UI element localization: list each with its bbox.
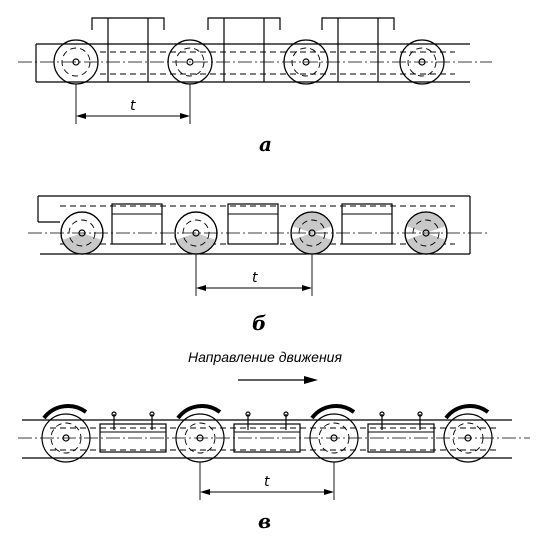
attachment-bracket [91,17,165,82]
inner-link [367,423,435,453]
figure-a-roller-chain: t а [18,17,492,156]
inner-link [233,423,301,453]
inner-link [341,203,393,245]
direction-arrow [238,376,318,384]
inner-link [111,203,163,245]
pin [379,411,385,430]
roller [175,404,225,463]
inner-link [99,423,167,453]
pitch-dimension: t [199,462,335,500]
roller [174,211,218,255]
figure-label-b: б [252,311,266,335]
figure-label-v: в [258,509,271,533]
inner-link [227,203,279,245]
direction-label: Направление движения [188,349,342,365]
roller [283,39,329,85]
pitch-label: t [264,474,270,490]
roller [290,211,334,255]
attachment-bracket [321,17,395,82]
pin [149,411,155,430]
pin [111,411,117,430]
figure-v-roller-chain: Направление движения [18,349,530,533]
roller [60,211,104,255]
pin [245,411,251,430]
figure-label-a: а [259,132,272,156]
roller [443,404,493,463]
pitch-label: t [130,98,136,114]
roller [399,39,445,85]
pitch-dimension: t [195,255,313,296]
roller [404,211,448,255]
attachment-bracket [207,17,281,82]
roller [41,404,91,463]
pin [417,411,423,430]
pin [283,411,289,430]
pitch-dimension: t [75,84,191,124]
roller [309,404,359,463]
figure-b-roller-chain: t б [28,195,488,335]
pitch-label: t [252,270,258,286]
